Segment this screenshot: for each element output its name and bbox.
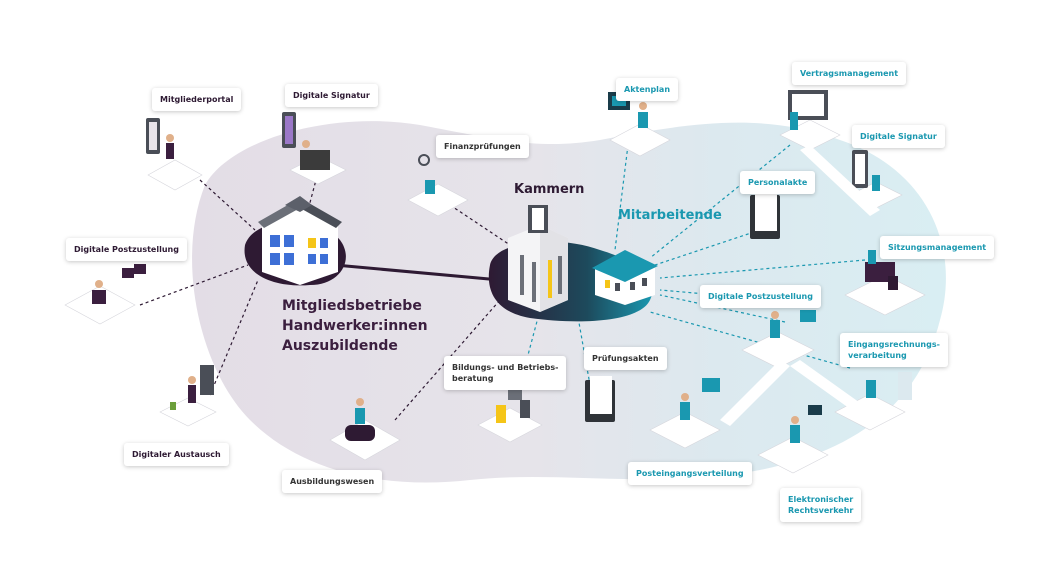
kammern-label: Kammern (514, 182, 585, 197)
callout-ausbildungswesen: Ausbildungswesen (282, 470, 383, 493)
callout-bildungsberatung: Bildungs- und Betriebs- beratung (444, 356, 567, 390)
callout-digitale-signatur-left: Digitale Signatur (285, 84, 378, 107)
bildungsberatung-line1: Bildungs- und Betriebs- (452, 363, 559, 372)
eingangsrechnung-line2: verarbeitung (848, 351, 907, 360)
callout-pruefungsakten: Prüfungsakten (584, 347, 667, 370)
members-line-azubis: Auszubildende (282, 338, 398, 354)
members-line-betriebe: Mitgliedsbetriebe (282, 298, 422, 314)
callout-finanzpruefungen: Finanzprüfungen (436, 135, 529, 158)
members-line-handwerker: Handwerker:innen (282, 318, 428, 334)
kammern-building-icon (508, 205, 568, 312)
staff-building-icon (592, 250, 658, 305)
callout-digitale-postzustellung-left: Digitale Postzustellung (66, 238, 187, 261)
stairs (720, 145, 880, 426)
people-figures (92, 90, 912, 443)
bildungsberatung-line2: beratung (452, 374, 494, 383)
callout-digitaler-austausch: Digitaler Austausch (124, 443, 229, 466)
callout-digitale-signatur-right: Digitale Signatur (852, 125, 945, 148)
callout-aktenplan: Aktenplan (616, 78, 679, 101)
house-icon (258, 196, 342, 285)
callout-posteingangsverteilung: Posteingangsverteilung (628, 462, 752, 485)
callout-sitzungsmanagement: Sitzungsmanagement (880, 236, 995, 259)
bridge-line (334, 263, 501, 282)
callout-eingangsrechnung: Eingangsrechnungs- verarbeitung (840, 333, 948, 367)
callout-mitgliederportal: Mitgliederportal (152, 88, 242, 111)
mitarbeitende-label: Mitarbeitende (618, 208, 722, 223)
eingangsrechnung-line1: Eingangsrechnungs- (848, 340, 940, 349)
rechtsverkehr-line1: Elektronischer (788, 495, 854, 504)
callout-personalakte: Personalakte (740, 171, 816, 194)
rechtsverkehr-line2: Rechtsverkehr (788, 506, 854, 515)
members-labels: Mitgliedsbetriebe Handwerker:innen Auszu… (282, 296, 428, 356)
callout-vertragsmanagement: Vertragsmanagement (792, 62, 907, 85)
callout-digitale-postzustellung-right: Digitale Postzustellung (700, 285, 821, 308)
callout-rechtsverkehr: Elektronischer Rechtsverkehr (780, 488, 862, 522)
